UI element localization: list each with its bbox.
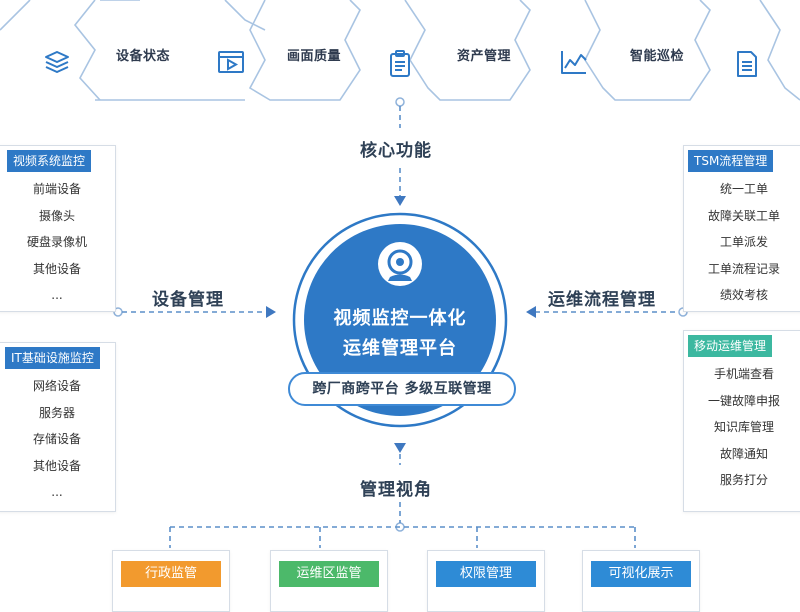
panel-title: IT基础设施监控 [5, 347, 100, 369]
list-item: 服务打分 [719, 473, 768, 487]
list-item: 硬盘录像机 [26, 235, 87, 249]
webcam-icon [372, 240, 428, 292]
module-label-asset-management: 资产管理 [457, 49, 512, 64]
left-panel-it-infrastructure: IT基础设施监控 网络设备 服务器 存储设备 其他设备 ... [0, 342, 116, 512]
right-panel-mobile-ops: 移动运维管理 手机端查看 一键故障申报 知识库管理 故障通知 服务打分 [683, 330, 800, 512]
list-item: 统一工单 [719, 182, 768, 196]
list-item: 工单派发 [719, 235, 768, 249]
bottom-card-ops-zone: 运维区监管 [270, 550, 388, 612]
list-item: 网络设备 [32, 379, 81, 393]
list-item: 存储设备 [32, 432, 81, 446]
list-item: ... [51, 485, 63, 499]
list-item: 其他设备 [32, 261, 81, 276]
panel-title: TSM流程管理 [688, 150, 774, 172]
bottom-card-visualization: 可视化展示 [582, 550, 700, 612]
list-item: 一键故障申报 [707, 393, 780, 408]
left-panel-video-monitoring: 视频系统监控 前端设备 摄像头 硬盘录像机 其他设备 ... [0, 145, 116, 312]
center-pill-badge: 跨厂商跨平台 多级互联管理 [288, 372, 516, 406]
section-label-core: 核心功能 [360, 141, 432, 161]
section-label-device: 设备管理 [152, 290, 224, 310]
list-item: 摄像头 [38, 208, 75, 223]
center-title-line1: 视频监控一体化 [333, 308, 467, 329]
list-item: 绩效考核 [719, 288, 768, 302]
list-item: 服务器 [38, 405, 75, 420]
section-label-ops: 运维流程管理 [548, 290, 656, 310]
list-item: 知识库管理 [713, 420, 774, 434]
video-player-icon [214, 45, 248, 79]
section-label-view: 管理视角 [360, 480, 432, 500]
clipboard-icon [383, 47, 417, 81]
bottom-card-title: 权限管理 [436, 561, 536, 587]
module-label-image-quality: 画面质量 [287, 49, 342, 64]
module-label-device-status: 设备状态 [116, 49, 171, 64]
list-item: 故障关联工单 [707, 208, 780, 223]
list-item: ... [51, 288, 63, 302]
hex-1 [73, 0, 101, 101]
list-item: 故障通知 [719, 446, 768, 461]
center-title-line2: 运维管理平台 [343, 338, 457, 359]
list-item: 其他设备 [32, 458, 81, 473]
document-icon [730, 47, 764, 81]
bottom-card-title: 可视化展示 [591, 561, 691, 587]
right-panel-tsm: TSM流程管理 统一工单 故障关联工单 工单派发 工单流程记录 绩效考核 [683, 145, 800, 312]
panel-title: 视频系统监控 [7, 150, 92, 172]
layers-icon [40, 45, 74, 79]
panel-title: 移动运维管理 [688, 335, 773, 357]
bottom-card-permission: 权限管理 [427, 550, 545, 612]
module-label-smart-inspection: 智能巡检 [630, 49, 685, 64]
bottom-card-title: 运维区监管 [279, 561, 379, 587]
list-item: 工单流程记录 [707, 261, 780, 276]
line-chart-icon [557, 45, 591, 79]
bottom-card-title: 行政监管 [121, 561, 221, 587]
bottom-card-admin: 行政监管 [112, 550, 230, 612]
list-item: 前端设备 [32, 182, 81, 196]
list-item: 手机端查看 [713, 367, 774, 381]
